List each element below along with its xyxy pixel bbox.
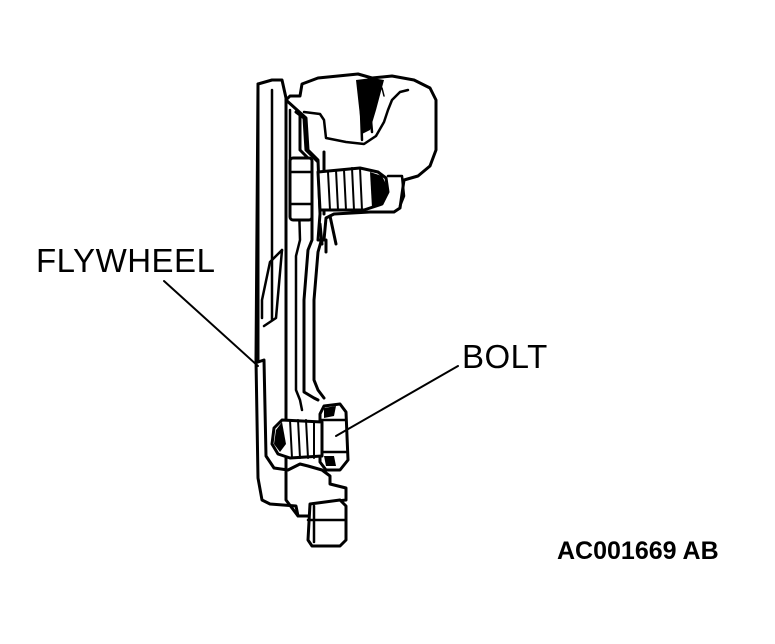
lower-bolt-head-shade (324, 406, 336, 466)
flywheel-groove (260, 248, 284, 320)
converter-step (386, 174, 406, 208)
upper-bolt-head-facets (288, 170, 314, 206)
flywheel-body (256, 78, 348, 518)
upper-bolt-head (288, 156, 314, 222)
lower-bolt-threads (289, 419, 315, 459)
upper-bolt-tip-shade (370, 172, 388, 208)
lower-bolt-shank (270, 418, 324, 460)
upper-bolt-threads (327, 167, 363, 211)
flywheel-leader-line (163, 280, 259, 367)
lower-bolt-tip-shade (274, 422, 286, 452)
flywheel-label: FLYWHEEL (36, 242, 216, 279)
lower-bolt-head-facets (318, 418, 348, 454)
drive-plate-back (288, 108, 304, 412)
bolt-leader-line (335, 365, 459, 437)
flywheel-inner-face-line (262, 88, 284, 328)
flywheel-outer-edge (254, 82, 300, 518)
figure-code: AC001669 AB (557, 537, 719, 565)
crankshaft-boss-lines (306, 504, 348, 544)
converter-housing-shadow (356, 78, 384, 134)
bolt-label: BOLT (462, 338, 548, 375)
crankshaft-boss (306, 498, 348, 548)
drive-plate-inner (294, 110, 326, 400)
